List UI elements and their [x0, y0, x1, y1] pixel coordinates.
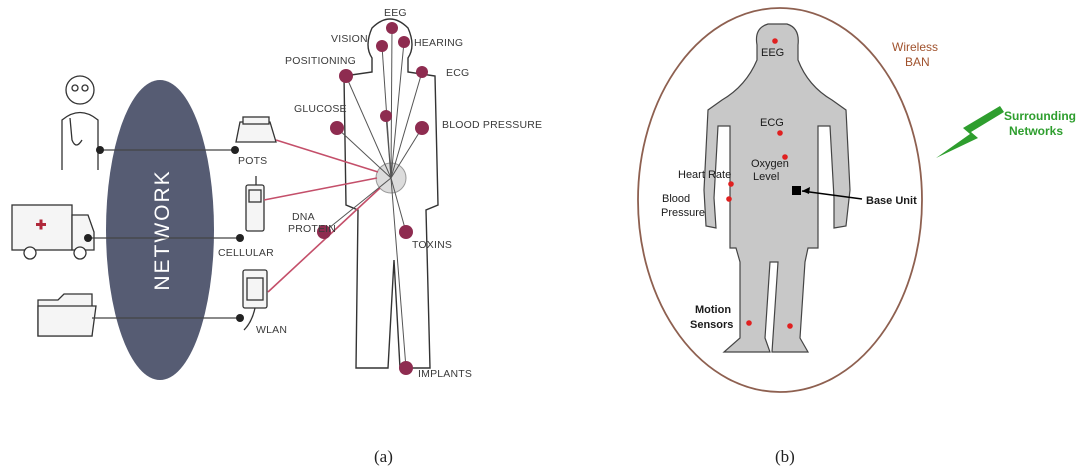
blood-pressure-label: BLOOD PRESSURE [442, 119, 542, 131]
hearing-node [398, 36, 410, 48]
lightning-bolt-icon [936, 106, 1004, 158]
glucose-label: GLUCOSE [294, 103, 347, 115]
hearing-label: HEARING [414, 37, 463, 49]
eeg-label-a: EEG [384, 7, 407, 19]
implants-node [399, 361, 413, 375]
chest-node [380, 110, 392, 122]
wlan-label: WLAN [256, 324, 287, 336]
blood-pressure-sensor [726, 196, 732, 202]
blood-pressure-node [415, 121, 429, 135]
ecg-sensor-b [777, 130, 783, 136]
eeg-label-b: EEG [761, 47, 784, 59]
toxins-label: TOXINS [412, 239, 452, 251]
phone-icon [236, 117, 276, 142]
panel-b: EEG ECG Oxygen Level Heart Rate Blood Pr… [638, 8, 1076, 466]
folder-icon [38, 294, 96, 336]
doctor-icon [62, 76, 98, 170]
wlan-device-icon [243, 270, 267, 330]
networks-label: Networks [1009, 124, 1063, 138]
ecg-node [416, 66, 428, 78]
cellular-label: CELLULAR [218, 247, 274, 259]
oxygen-label: Oxygen [751, 158, 789, 170]
ban-label: BAN [905, 55, 930, 69]
cellphone-icon [246, 176, 264, 231]
heart-rate-sensor [728, 181, 734, 187]
eeg-sensor-b [772, 38, 778, 44]
glucose-node [330, 121, 344, 135]
panel-a: NETWORK [12, 7, 542, 466]
pots-label: POTS [238, 155, 267, 167]
caption-a: (a) [374, 447, 393, 466]
base-unit-box [792, 186, 801, 195]
motion-sensor-right [787, 323, 793, 329]
motion-label: Motion [695, 304, 731, 316]
heart-rate-label: Heart Rate [678, 169, 731, 181]
positioning-node [339, 69, 353, 83]
wireless-label: Wireless [892, 40, 938, 54]
surrounding-label: Surrounding [1004, 109, 1076, 123]
ambulance-icon [12, 205, 94, 259]
body-silhouette-b [704, 24, 850, 352]
dna-label: DNA [292, 211, 315, 223]
vision-label: VISION [331, 33, 368, 45]
sensors-label: Sensors [690, 319, 733, 331]
ecg-label-a: ECG [446, 67, 469, 79]
blood-label: Blood [662, 193, 690, 205]
positioning-label: POSITIONING [285, 55, 356, 67]
eeg-node [386, 22, 398, 34]
protein-label: PROTEIN [288, 223, 336, 235]
implants-label: IMPLANTS [418, 368, 472, 380]
network-label: NETWORK [151, 169, 174, 290]
toxins-node [399, 225, 413, 239]
motion-sensor-left [746, 320, 752, 326]
vision-node [376, 40, 388, 52]
caption-b: (b) [775, 447, 795, 466]
level-label: Level [753, 171, 779, 183]
pressure-label: Pressure [661, 207, 705, 219]
ecg-label-b: ECG [760, 117, 784, 129]
base-unit-label: Base Unit [866, 195, 917, 207]
